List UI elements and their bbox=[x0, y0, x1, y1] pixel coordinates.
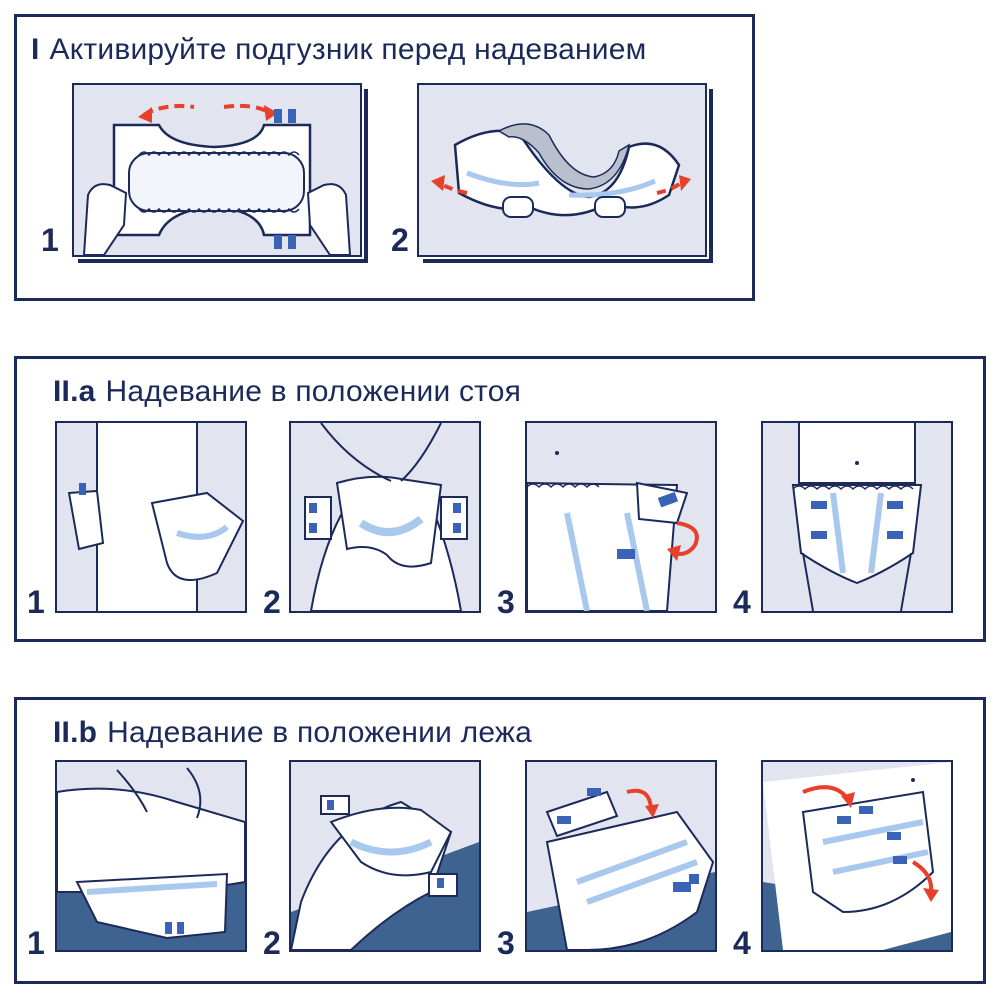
step-panel-activate-2 bbox=[417, 83, 713, 263]
diaper-illustration bbox=[527, 451, 699, 611]
diaper-illustration bbox=[791, 423, 923, 611]
section-number: I bbox=[31, 33, 40, 66]
step-panel-standing-3 bbox=[525, 421, 717, 613]
step-number: 4 bbox=[733, 584, 751, 620]
section-title: II.a Надевание в положении стоя bbox=[53, 375, 521, 409]
fold-arrow-icon bbox=[626, 788, 653, 809]
diaper-illustration bbox=[67, 423, 245, 611]
diaper-illustration bbox=[82, 103, 352, 255]
section-title: II.b Надевание в положении лежа bbox=[53, 716, 532, 750]
step-panel-standing-4 bbox=[761, 421, 953, 613]
section-heading: Надевание в положении стоя bbox=[105, 375, 522, 408]
section-heading: Активируйте подгузник перед надеванием bbox=[49, 33, 647, 66]
diaper-illustration bbox=[763, 762, 951, 950]
section-number: II.b bbox=[53, 716, 98, 749]
step-panel-lying-3 bbox=[525, 760, 717, 952]
step-number: 1 bbox=[27, 925, 45, 961]
step-number: 2 bbox=[263, 925, 281, 961]
section-lying: II.b Надевание в положении лежа 1 2 bbox=[14, 697, 986, 984]
step-number: 4 bbox=[733, 925, 751, 961]
step-number: 2 bbox=[391, 222, 409, 258]
step-panel-standing-2 bbox=[289, 421, 481, 613]
step-number: 3 bbox=[497, 925, 515, 961]
stretch-arrow-icon bbox=[431, 175, 445, 191]
diaper-illustration bbox=[527, 788, 715, 950]
step-number: 1 bbox=[41, 222, 59, 258]
section-heading: Надевание в положении лежа bbox=[107, 716, 533, 749]
step-panel-lying-4 bbox=[761, 760, 953, 952]
step-number: 1 bbox=[27, 584, 45, 620]
section-title: I Активируйте подгузник перед надеванием bbox=[31, 33, 646, 67]
step-panel-lying-2 bbox=[289, 760, 481, 952]
step-number: 3 bbox=[497, 584, 515, 620]
stretch-arrow-icon bbox=[138, 107, 152, 123]
step-panel-activate-1 bbox=[72, 83, 368, 263]
fold-arrow-icon bbox=[672, 521, 699, 556]
step-panel-lying-1 bbox=[55, 760, 247, 952]
section-number: II.a bbox=[53, 375, 96, 408]
section-standing: II.a Надевание в положении стоя 1 2 bbox=[14, 356, 986, 642]
step-panel-standing-1 bbox=[55, 421, 247, 613]
diaper-illustration bbox=[57, 767, 245, 950]
diaper-illustration bbox=[431, 123, 691, 218]
diaper-illustration bbox=[291, 795, 479, 950]
step-number: 2 bbox=[263, 584, 281, 620]
diaper-illustration bbox=[304, 423, 468, 611]
